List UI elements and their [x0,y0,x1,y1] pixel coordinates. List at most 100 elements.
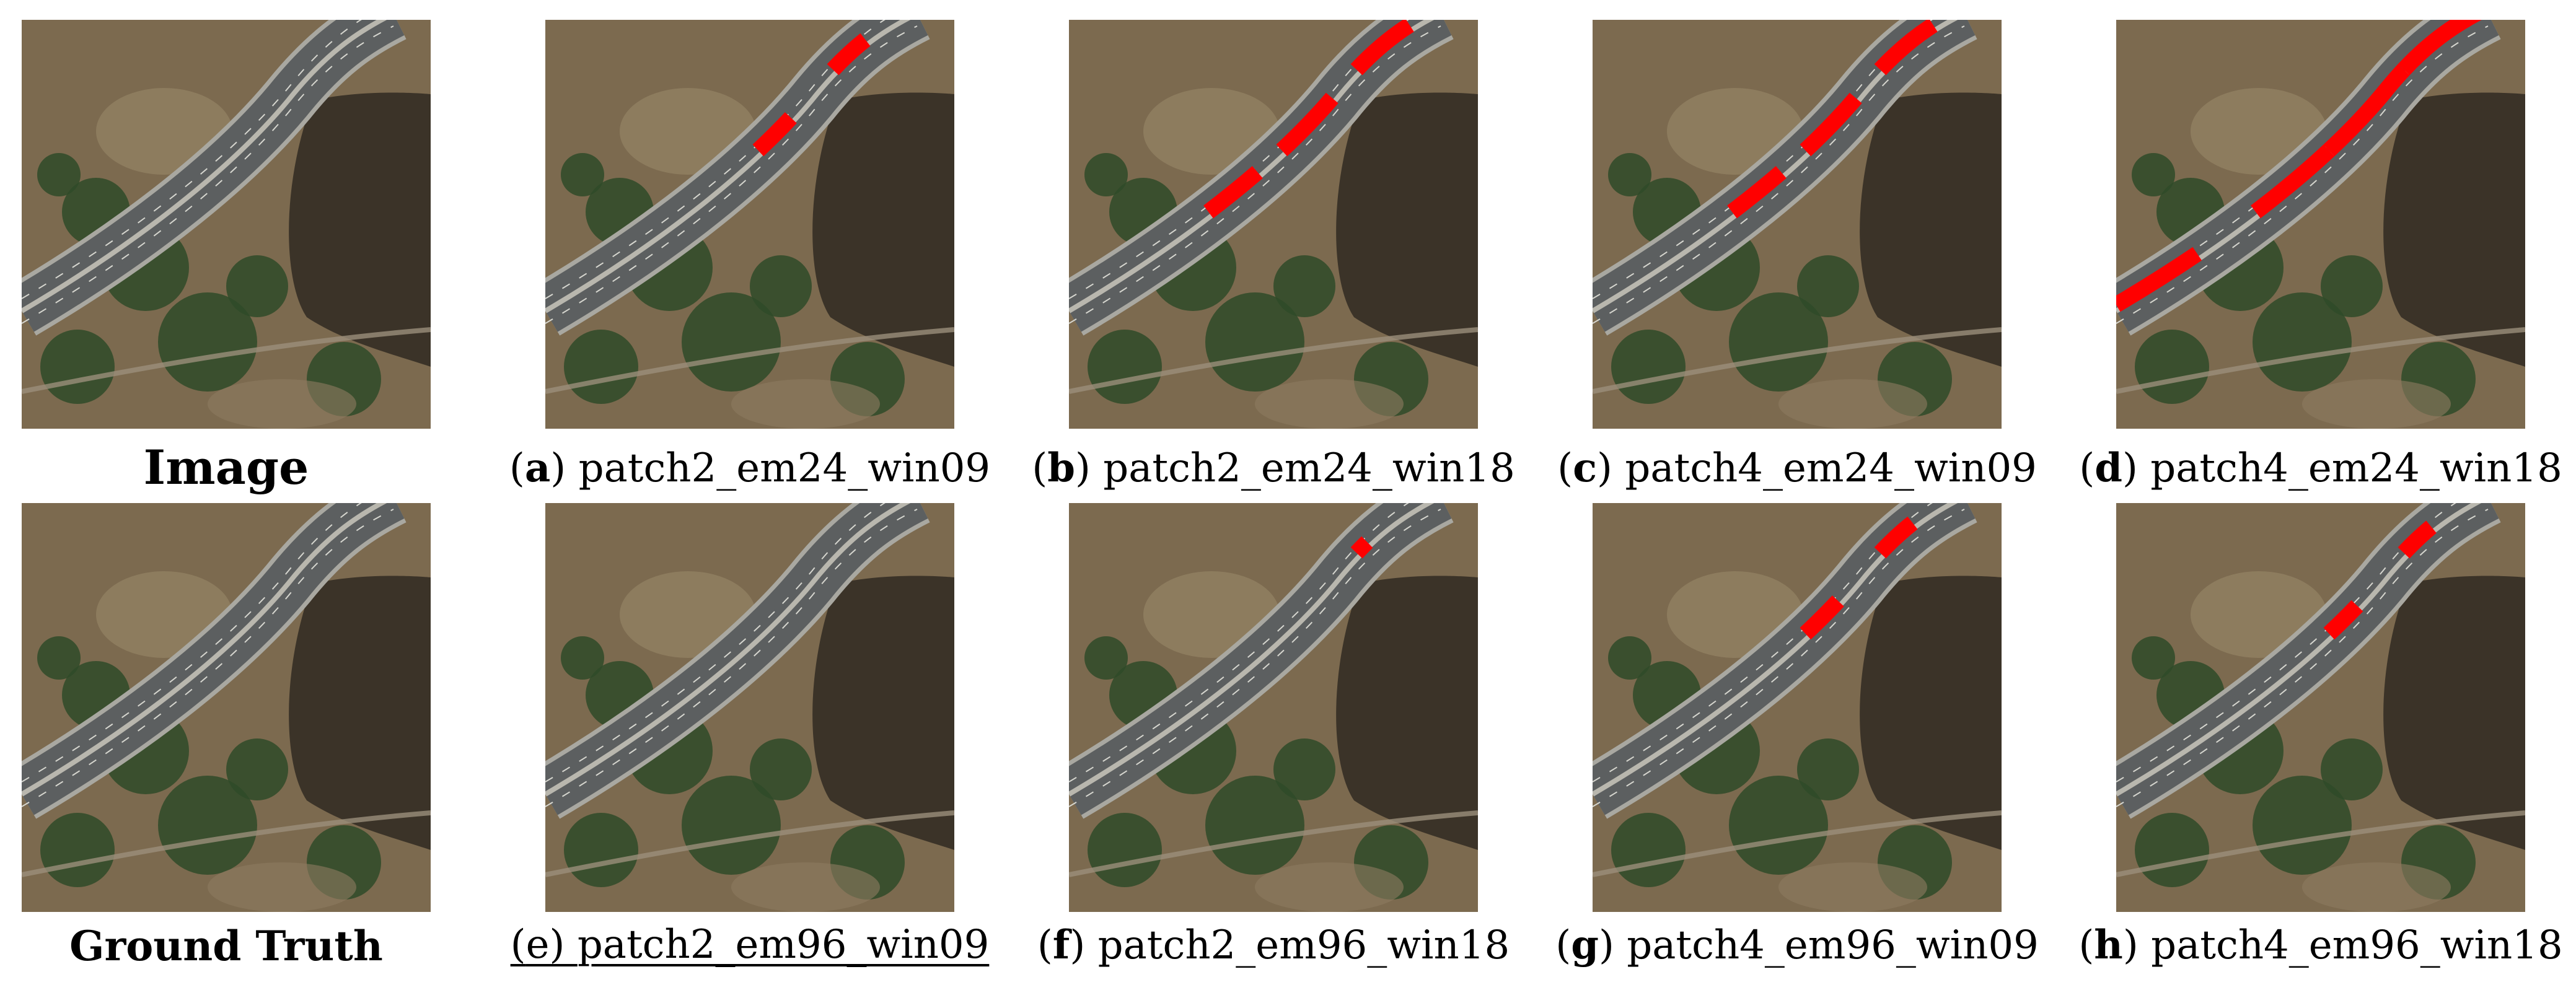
tree-cluster [561,153,604,196]
prediction-overlay [2116,503,2482,795]
tree-cluster [1205,292,1304,392]
prediction-overlay [1593,20,1958,312]
prediction-overlay [545,20,911,312]
tree-cluster [2132,636,2175,680]
tree-cluster [564,813,638,887]
prediction-overlay [1069,20,1435,312]
tree-cluster [37,153,81,196]
forest-area [1336,576,1478,850]
forest-area [2383,576,2525,850]
caption-g: (g) patch4_em96_win09 [1555,922,2039,968]
tree-cluster [1084,153,1128,196]
dirt-track [2116,327,2525,394]
panel-image [22,20,431,429]
caption-h: (h) patch4_em96_win18 [2078,922,2563,968]
panel-a [545,20,954,429]
aerial-photo [1593,20,2002,429]
clearing [1255,379,1404,429]
caption-c: (c) patch4_em24_win09 [1557,445,2037,491]
tree-cluster [158,776,257,875]
tree-cluster [1088,813,1162,887]
caption-e: (e) patch2_em96_win09 [510,922,990,968]
aerial-photo [1069,20,1478,429]
panel-c [1593,20,2002,429]
tree-cluster [1273,738,1335,800]
caption-f: (f) patch2_em96_win18 [1037,922,1510,968]
tree-cluster [682,292,781,392]
tree-cluster [1611,330,1686,404]
aerial-photo [22,503,431,912]
tree-cluster [40,813,115,887]
caption-d: (d) patch4_em24_win18 [2079,445,2562,491]
prediction-overlay [1069,20,1435,312]
panel-b [1069,20,1478,429]
panel-d [2116,20,2525,429]
prediction-overlay [2116,20,2482,312]
aerial-photo [1593,503,2002,912]
panel-e [545,503,954,912]
aerial-photo [1069,503,1478,912]
panel-f [1069,503,1478,912]
highway-median [22,20,387,313]
tree-cluster [40,330,115,404]
tree-cluster [750,255,812,317]
tree-cluster [1608,636,1651,680]
tree-cluster [2135,330,2209,404]
dirt-track [545,810,954,877]
tree-cluster [226,255,288,317]
tree-cluster [1797,738,1859,800]
clearing [1778,379,1927,429]
dirt-track [2116,810,2525,877]
forest-area [812,576,954,850]
caption-ground-truth: Ground Truth [69,922,383,970]
forest-area [289,576,431,850]
dirt-track [1593,327,2002,394]
tree-cluster [2132,153,2175,196]
clearing [208,862,356,912]
aerial-photo [545,20,954,429]
dirt-track [1069,327,1478,394]
tree-cluster [1608,153,1651,196]
prediction-overlay [1593,20,1958,312]
forest-area [812,92,954,367]
clearing [1255,862,1404,912]
aerial-photo [2116,20,2525,429]
tree-cluster [2321,255,2383,317]
caption-a: (a) patch2_em24_win09 [509,445,991,491]
tree-cluster [561,636,604,680]
caption-b: (b) patch2_em24_win18 [1032,445,1515,491]
clearing [2302,862,2451,912]
prediction-overlay [2116,20,2482,312]
tree-cluster [1084,636,1128,680]
tree-cluster [2253,776,2352,875]
forest-area [289,92,431,367]
clearing [2302,379,2451,429]
forest-area [1860,576,2002,850]
forest-area [1860,92,2002,367]
tree-cluster [1729,292,1828,392]
tree-cluster [158,292,257,392]
highway-median [22,503,387,797]
tree-cluster [2135,813,2209,887]
tree-cluster [37,636,81,680]
dirt-track [1069,810,1478,877]
forest-area [1336,92,1478,367]
dirt-track [545,327,954,394]
clearing [731,862,880,912]
panel-h [2116,503,2525,912]
prediction-overlay [1593,503,1958,795]
dirt-track [1593,810,2002,877]
clearing [208,379,356,429]
tree-cluster [2253,292,2352,392]
panel-ground-truth [22,503,431,912]
clearing [1778,862,1927,912]
tree-cluster [1797,255,1859,317]
dirt-track [22,810,431,877]
tree-cluster [1273,255,1335,317]
highway-median [1069,503,1435,797]
tree-cluster [1611,813,1686,887]
tree-cluster [750,738,812,800]
tree-cluster [1205,776,1304,875]
tree-cluster [682,776,781,875]
aerial-photo [22,20,431,429]
